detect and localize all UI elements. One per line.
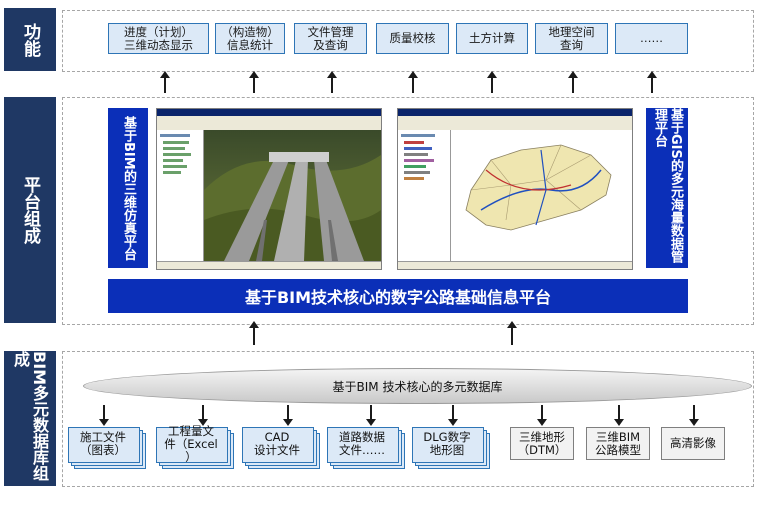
source-dtm: 三维地形 （DTM） [510, 427, 574, 460]
source-bim-model: 三维BIM 公路模型 [586, 427, 650, 460]
arrow-up [327, 71, 337, 93]
arrow-down [283, 405, 293, 426]
arrow-down [689, 405, 699, 426]
arrow-up [249, 321, 259, 345]
function-earthwork: 土方计算 [456, 23, 528, 54]
source-hd-imagery: 高清影像 [661, 427, 725, 460]
arrow-down [198, 405, 208, 426]
function-quality-check: 质量校核 [376, 23, 449, 54]
function-file-management: 文件管理 及查询 [294, 23, 367, 54]
arrow-up [160, 71, 170, 93]
band-platform: 平台组成 [4, 97, 56, 323]
function-more: …… [615, 23, 688, 54]
bridge-scene [204, 130, 381, 261]
doc-quantity-files: 工程量文 件（Excel ） [156, 424, 236, 469]
band-function: 功能 [4, 8, 56, 71]
doc-cad-files: CAD 设计文件 [242, 427, 322, 469]
bim-3d-screenshot [156, 108, 382, 270]
arrow-down [537, 405, 547, 426]
arrow-down [614, 405, 624, 426]
arrow-up [568, 71, 578, 93]
arrow-up [507, 321, 517, 345]
arrow-down [366, 405, 376, 426]
arrow-up [249, 71, 259, 93]
arrow-up [487, 71, 497, 93]
province-map [451, 130, 632, 261]
function-structure-stats: （构造物） 信息统计 [215, 23, 285, 54]
band-bim: BIM多元数据库组成 [4, 351, 56, 486]
arrow-down [99, 405, 109, 426]
band-bim-label: BIM多元数据库组成 [11, 351, 49, 482]
function-progress-3d: 进度（计划） 三维动态显示 [108, 23, 209, 54]
arrow-up [408, 71, 418, 93]
doc-dlg-map: DLG数字 地形图 [412, 427, 492, 469]
band-platform-label: 平台组成 [20, 176, 40, 244]
doc-road-data-files: 道路数据 文件…… [327, 427, 407, 469]
arrow-up [647, 71, 657, 93]
doc-construction-files: 施工文件 （图表） [68, 427, 148, 469]
gis-map-screenshot [397, 108, 633, 270]
bim-simulation-platform-label: 基于BIM的三维仿真平台 [108, 108, 148, 268]
platform-main-bar: 基于BIM技术核心的数字公路基础信息平台 [108, 279, 688, 313]
arrow-down [448, 405, 458, 426]
function-spatial-query: 地理空间 查询 [535, 23, 608, 54]
band-function-label: 功能 [20, 22, 40, 57]
gis-data-platform-label: 基于GIS的多元海量数据管理平台 [646, 108, 688, 268]
multi-source-database: 基于BIM 技术核心的多元数据库 [83, 368, 752, 404]
